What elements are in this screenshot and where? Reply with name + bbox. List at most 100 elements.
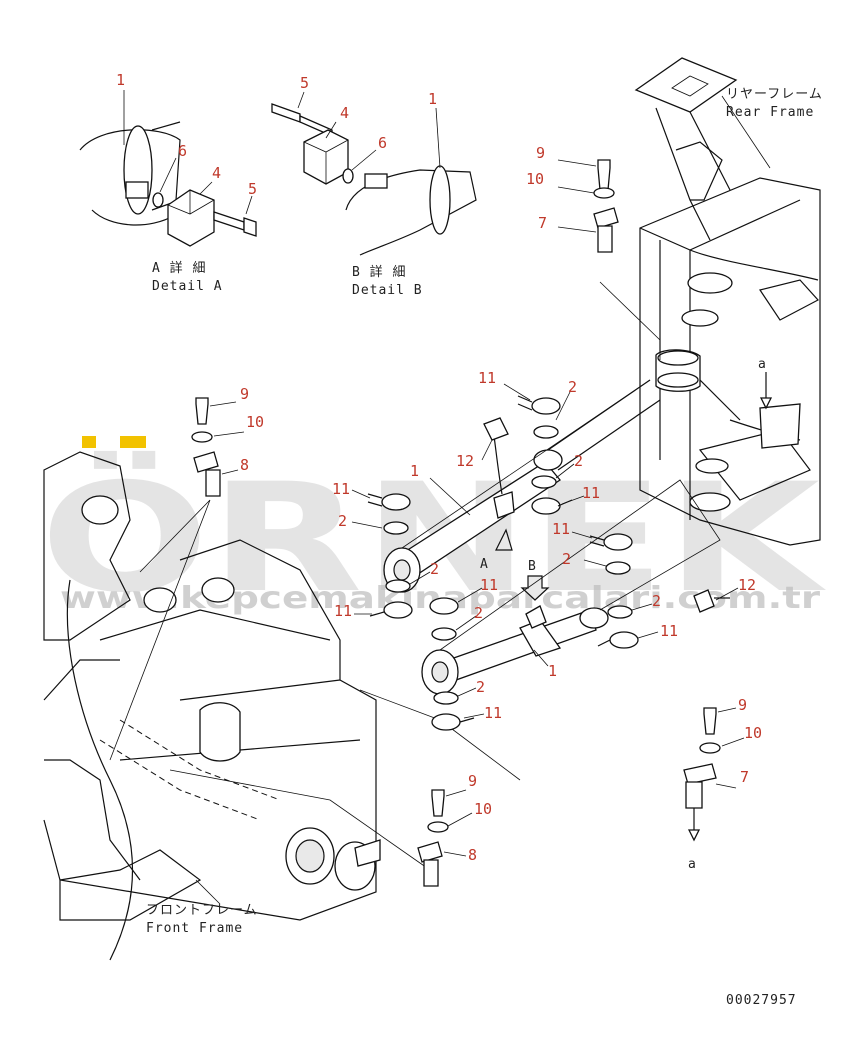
front-frame-pin-bore — [295, 839, 325, 873]
pin-8-upper-body — [205, 469, 221, 497]
callout-4: 4 — [340, 104, 349, 122]
rear-frame-boss-top — [657, 350, 699, 366]
callout-1: 1 — [410, 462, 419, 480]
leader-11-ue — [457, 587, 483, 603]
seal-2-ud — [385, 579, 411, 593]
seal-2-ub — [531, 475, 557, 489]
rear-frame-hole-lower-2 — [695, 458, 729, 474]
assembly-line-rear-pin — [599, 281, 661, 360]
callout-9: 9 — [468, 772, 477, 790]
callout-2: 2 — [652, 592, 661, 610]
detail-a-leader-4 — [199, 181, 213, 195]
lower-cylinder-rod-eye — [579, 607, 609, 629]
detail-b-cylinder-collar — [429, 165, 451, 235]
detail-a-caption-en: Detail A — [152, 279, 223, 294]
view-a-label: A — [480, 557, 489, 572]
leader-12-lb — [715, 587, 739, 601]
pin-7-lower-arrow-head — [687, 829, 701, 842]
assembly-line-front-pin-upper — [109, 499, 211, 761]
rear-frame-arrow-a-head — [759, 397, 773, 410]
leader-9-front-upper — [209, 401, 237, 407]
detail-a-view: 1 6 4 5 A 詳 細 Detail A — [79, 71, 257, 294]
lower-cylinder-port-fitting — [525, 605, 547, 629]
washer-10-lower-right — [699, 742, 721, 754]
washer-10-front-lower — [427, 821, 449, 833]
callout-6: 6 — [378, 134, 387, 152]
front-frame-bottom-plate — [59, 849, 202, 921]
detail-a-leader-5 — [245, 195, 253, 215]
leader-10-front-lower — [447, 812, 473, 827]
detail-b-oring — [342, 168, 354, 184]
bolt-9-lower-right — [703, 707, 717, 735]
rear-frame-leader — [721, 95, 771, 169]
detail-a-bolt-shank — [213, 211, 245, 231]
leader-11-lb — [637, 631, 659, 639]
front-frame-caption-jp: フロントフレーム — [146, 903, 258, 918]
detail-a-cylinder-body — [79, 129, 181, 226]
detail-b-caption-jp: B 詳 細 — [352, 264, 406, 280]
leader-11-lc — [463, 713, 485, 719]
rear-frame-hole-upper — [687, 272, 733, 294]
rear-frame-hole-mid — [681, 309, 719, 327]
callout-2: 2 — [476, 678, 485, 696]
leader-2-ue — [455, 615, 477, 631]
detail-a-port — [125, 181, 149, 199]
callout-12: 12 — [738, 576, 756, 594]
upper-cylinder-hose-fitting — [483, 417, 509, 441]
callout-7: 7 — [538, 214, 547, 232]
front-frame-left-rails — [43, 659, 141, 881]
seal-2-la — [605, 561, 631, 575]
leader-10-lower-right — [721, 737, 745, 747]
rear-frame-plate-slot — [671, 75, 709, 97]
callout-11: 11 — [334, 602, 352, 620]
leader-9-rear — [557, 159, 597, 167]
lower-cylinder-head-eye — [431, 661, 449, 683]
bearing-11-ua — [531, 397, 561, 415]
rear-frame-caption-en: Rear Frame — [726, 105, 814, 120]
front-frame-hidden-lines — [99, 719, 281, 821]
front-frame-body — [43, 539, 377, 921]
rear-frame-side-lug — [759, 279, 819, 321]
watermark-accent-right — [120, 436, 146, 448]
leader-11-uc — [351, 489, 371, 499]
washer-10-rear — [593, 187, 615, 199]
upper-cylinder-bearings: 11 2 12 2 11 11 2 2 11 11 2 — [332, 369, 600, 641]
seal-2-ua — [533, 425, 559, 439]
detail-b-leader-1 — [435, 107, 441, 169]
leader-12-ub — [481, 439, 493, 461]
rear-frame-arm-bracket — [675, 141, 723, 201]
watermark-accent-left — [82, 436, 96, 448]
rear-pin-hardware: 9 10 7 — [526, 144, 619, 253]
callout-2: 2 — [574, 452, 583, 470]
lower-right-pin-hardware: a 9 10 7 — [683, 696, 762, 872]
leader-10-front-upper — [213, 431, 245, 437]
leader-7-lower-right — [715, 783, 737, 789]
bearing-11-uc-stem — [367, 493, 383, 507]
callout-7: 7 — [740, 768, 749, 786]
callout-9: 9 — [738, 696, 747, 714]
bearing-11-la-stem — [589, 535, 605, 547]
callout-2: 2 — [430, 560, 439, 578]
front-frame-grease-nipple — [354, 839, 381, 867]
bearing-11-lb — [609, 631, 639, 649]
leader-2-la — [583, 559, 607, 567]
seal-2-ue — [431, 627, 457, 641]
detail-b-leader-4 — [325, 121, 337, 139]
leader-1-lower — [533, 649, 549, 667]
callout-8: 8 — [240, 456, 249, 474]
callout-10: 10 — [744, 724, 762, 742]
lower-cylinder-bearings: 11 2 2 11 12 2 11 — [431, 520, 756, 731]
leader-7-rear — [557, 226, 597, 233]
bearing-11-lc — [431, 713, 461, 731]
leader-10-rear — [557, 186, 595, 194]
rear-frame-crossmember — [689, 249, 819, 281]
callout-11: 11 — [484, 704, 502, 722]
leader-8-front-upper — [221, 469, 239, 475]
callout-5: 5 — [248, 180, 257, 198]
rear-frame-lower-plate — [698, 429, 811, 501]
bearing-11-ua-stem — [517, 395, 533, 411]
detail-a-oring — [152, 192, 164, 208]
callout-1: 1 — [548, 662, 557, 680]
callout-6: 6 — [178, 142, 187, 160]
lower-cylinder-hose-fitting — [693, 589, 715, 613]
